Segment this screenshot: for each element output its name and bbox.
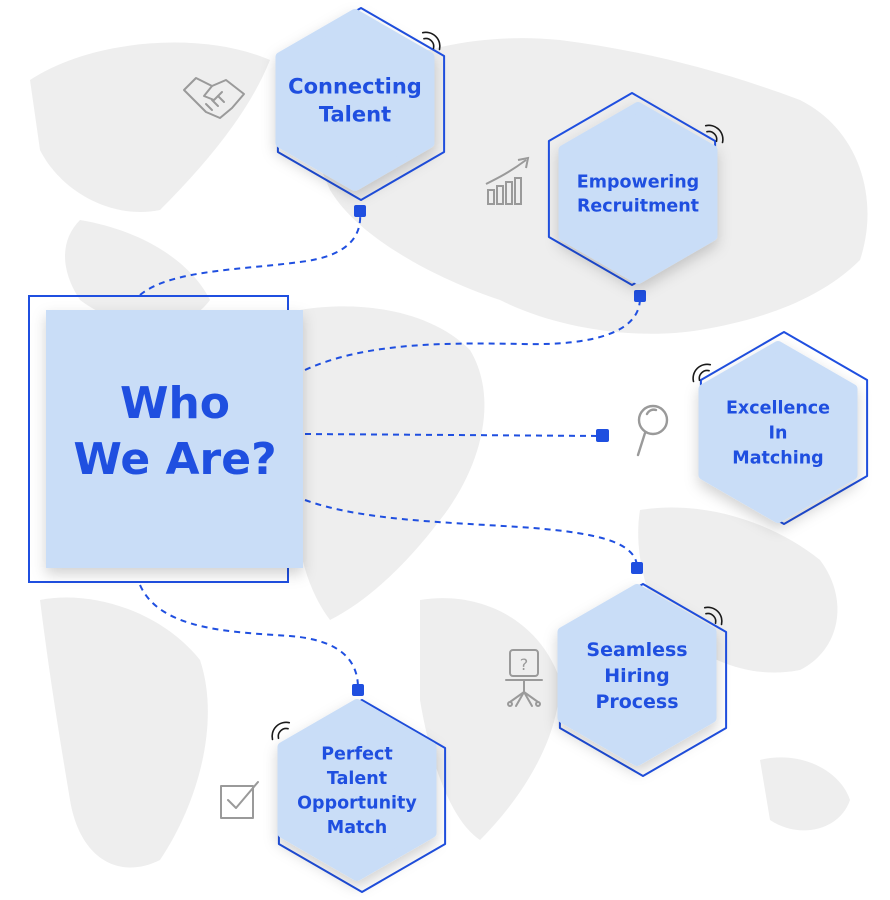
hex-fill bbox=[557, 584, 717, 766]
svg-text:?: ? bbox=[520, 655, 529, 674]
signal-arcs-icon bbox=[703, 606, 723, 626]
hex-label-seamless-hiring-process-line3: Process bbox=[595, 691, 678, 713]
hex-fill bbox=[277, 699, 437, 881]
hex-outline bbox=[547, 92, 717, 286]
dot-seamless-hiring-process bbox=[631, 562, 643, 574]
center-card: Who We Are? bbox=[28, 295, 303, 583]
connector-connecting-talent bbox=[139, 211, 362, 296]
center-card-fill bbox=[46, 310, 303, 568]
connector-perfect-match bbox=[139, 584, 359, 689]
handshake-icon bbox=[183, 77, 245, 119]
center-title-line2: We Are? bbox=[73, 434, 276, 485]
connector-seamless-hiring-process bbox=[304, 499, 638, 567]
hex-label-seamless-hiring-process-line2: Hiring bbox=[604, 665, 669, 687]
hex-label-excellence-in-matching-line2: In bbox=[769, 423, 788, 443]
hex-label-perfect-talent-opportunity-match-line1: Perfect bbox=[321, 745, 393, 765]
signal-arcs-icon bbox=[421, 31, 441, 51]
hex-label-seamless-hiring-process-line1: Seamless bbox=[586, 639, 687, 661]
dot-empowering-recruitment bbox=[634, 290, 646, 302]
signal-arcs-icon bbox=[692, 363, 712, 383]
dot-perfect-match bbox=[352, 684, 364, 696]
hex-label-connecting-talent-line2: Talent bbox=[319, 103, 391, 127]
hexagon-nodes: ConnectingTalentEmpoweringRecruitmentExc… bbox=[271, 7, 869, 893]
center-title-line1: Who bbox=[120, 378, 230, 429]
hex-outline bbox=[699, 331, 869, 525]
hex-fill bbox=[275, 9, 435, 191]
hex-label-excellence-in-matching-line3: Matching bbox=[732, 448, 823, 468]
connectors bbox=[139, 211, 641, 689]
hex-label-excellence-in-matching-line1: Excellence bbox=[726, 398, 830, 418]
hex-label-perfect-talent-opportunity-match-line4: Match bbox=[327, 818, 387, 838]
checkbox-icon bbox=[220, 781, 259, 819]
hex-label-perfect-talent-opportunity-match-line3: Opportunity bbox=[297, 794, 417, 814]
connector-excellence-in-matching bbox=[304, 433, 603, 437]
growth-chart-icon bbox=[485, 156, 530, 205]
hex-label-empowering-recruitment-line2: Recruitment bbox=[577, 196, 699, 216]
dot-excellence-in-matching bbox=[596, 429, 609, 442]
signal-arcs-icon bbox=[704, 124, 724, 144]
signal-arcs-icon bbox=[271, 721, 291, 741]
hex-label-empowering-recruitment-line1: Empowering bbox=[577, 172, 699, 192]
hex-fill bbox=[558, 102, 718, 284]
hex-fill bbox=[698, 341, 858, 523]
dot-connecting-talent bbox=[354, 205, 366, 217]
chair-question-icon: ? bbox=[505, 649, 543, 707]
connector-dots bbox=[352, 205, 646, 696]
hex-label-perfect-talent-opportunity-match-line2: Talent bbox=[327, 769, 387, 789]
magnifier-icon bbox=[636, 404, 669, 457]
hex-label-connecting-talent-line1: Connecting bbox=[288, 75, 422, 99]
